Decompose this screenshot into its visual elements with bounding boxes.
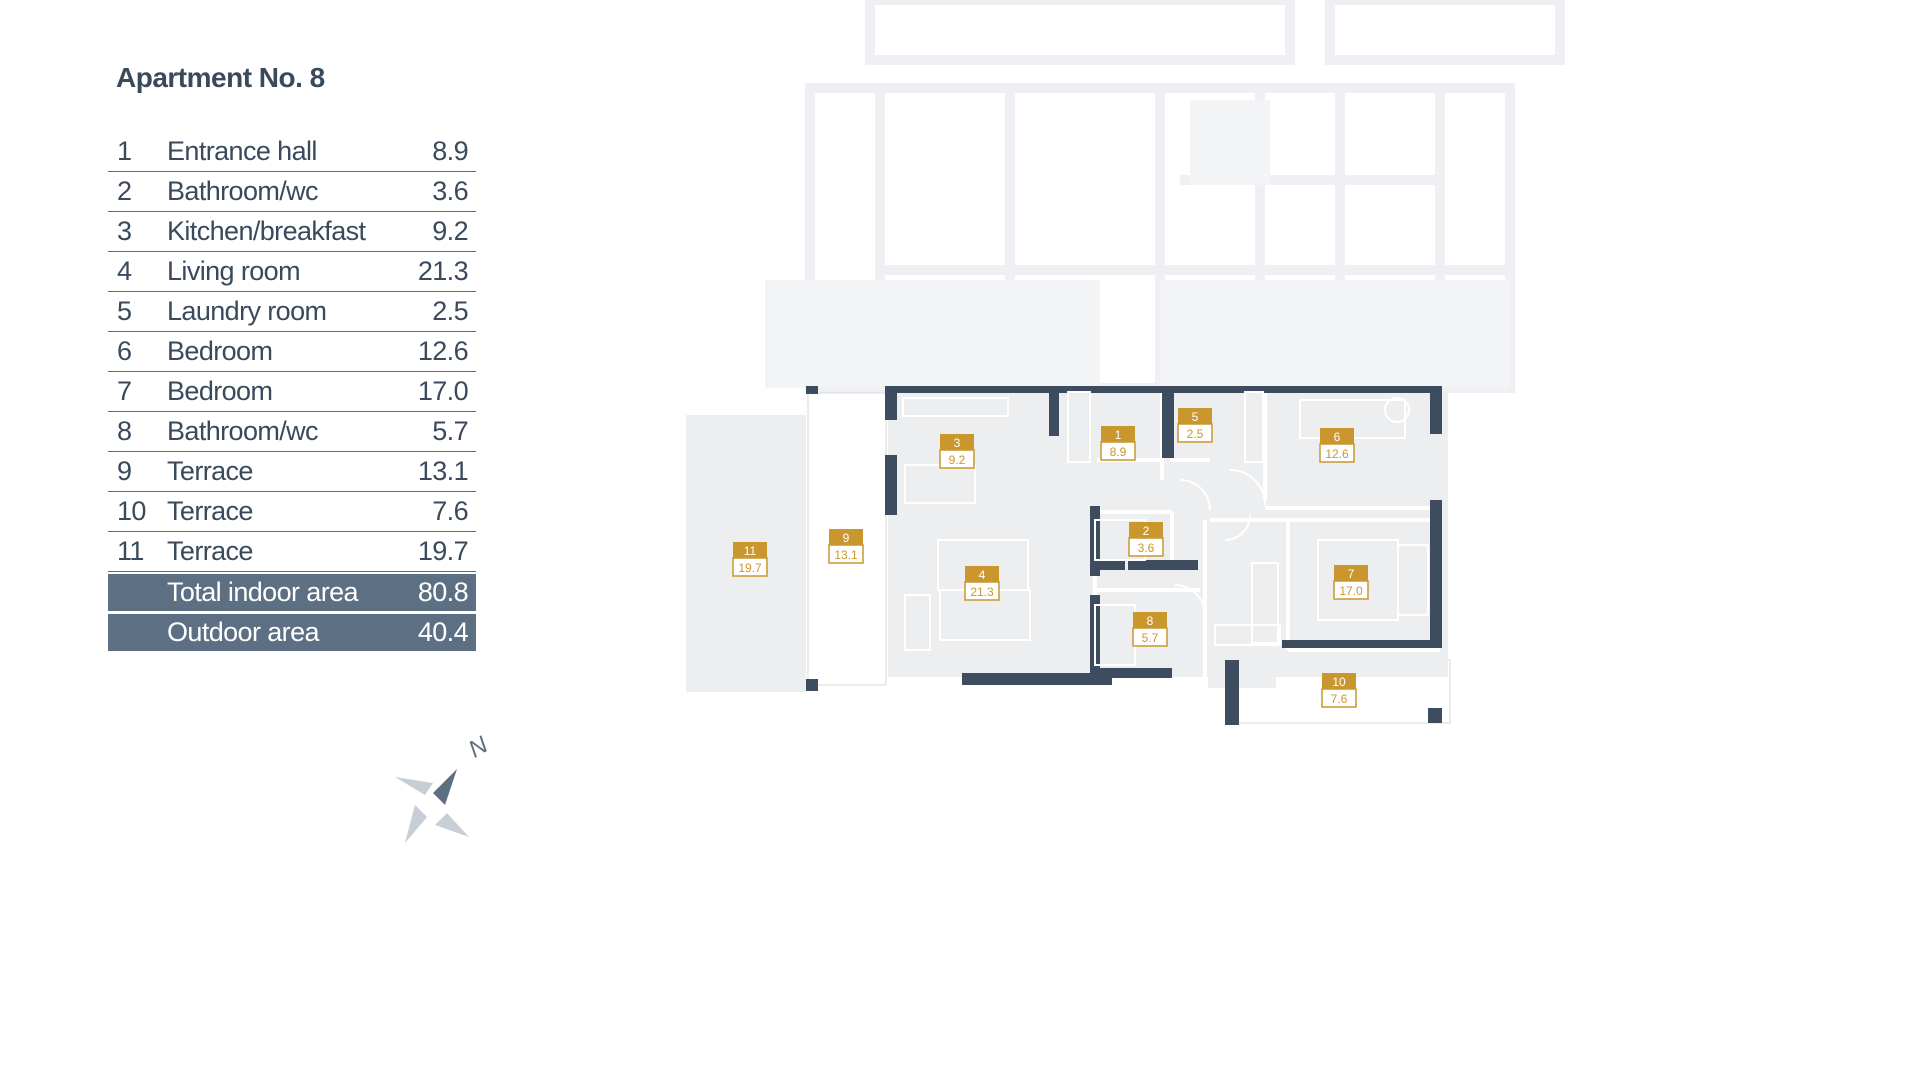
table-row: 9 Terrace 13.1	[108, 452, 476, 492]
room-label-6: 6 12.6	[1319, 428, 1355, 463]
table-row: 10 Terrace 7.6	[108, 492, 476, 532]
room-area: 5.7	[432, 416, 468, 446]
table-row: 8 Bathroom/wc 5.7	[108, 412, 476, 452]
room-name: Terrace	[167, 496, 253, 526]
apartment-title: Apartment No. 8	[116, 62, 325, 93]
room-label-10-num: 10	[1332, 675, 1346, 689]
room-area: 2.5	[432, 296, 468, 326]
room-label-10: 10 7.6	[1321, 673, 1357, 708]
room-label-3-num: 3	[954, 436, 961, 450]
outdoor-area-row: Outdoor area 40.4	[108, 614, 476, 651]
table-row: 5 Laundry room 2.5	[108, 292, 476, 332]
room-label-2: 2 3.6	[1128, 522, 1164, 557]
room-label-10-area: 7.6	[1331, 692, 1348, 706]
table-row: 4 Living room 21.3	[108, 252, 476, 292]
room-name: Bathroom/wc	[167, 176, 319, 206]
room-name: Bathroom/wc	[167, 416, 319, 446]
compass-north-label: N	[464, 731, 493, 763]
room-label-4: 4 21.3	[964, 566, 1000, 601]
table-row: 11 Terrace 19.7	[108, 532, 476, 572]
room-label-7-num: 7	[1348, 567, 1355, 581]
room-label-3-area: 9.2	[949, 453, 966, 467]
room-label-4-area: 21.3	[970, 585, 994, 599]
room-label-9-area: 13.1	[834, 548, 858, 562]
room-area: 9.2	[432, 216, 468, 246]
table-row: 2 Bathroom/wc 3.6	[108, 172, 476, 212]
room-number: 4	[117, 256, 132, 286]
room-name: Kitchen/breakfast	[167, 216, 366, 246]
room-number: 8	[117, 416, 132, 446]
room-label-6-area: 12.6	[1325, 447, 1349, 461]
room-label-1-area: 8.9	[1110, 445, 1127, 459]
room-label-11-area: 19.7	[738, 561, 762, 575]
room-number: 6	[117, 336, 132, 366]
room-label-1: 1 8.9	[1100, 426, 1136, 461]
total-indoor-area-label: Total indoor area	[167, 577, 359, 607]
room-number: 9	[117, 456, 132, 486]
room-label-2-num: 2	[1143, 524, 1150, 538]
door-swings	[1174, 469, 1266, 616]
room-area: 13.1	[417, 456, 469, 486]
room-label-11-num: 11	[744, 544, 757, 558]
room-label-1-num: 1	[1115, 428, 1122, 442]
room-area: 7.6	[432, 496, 468, 526]
ghost-building-fill	[765, 100, 1510, 388]
room-name: Entrance hall	[167, 136, 317, 166]
table-row: 1 Entrance hall 8.9	[108, 132, 476, 172]
furniture	[902, 391, 1429, 666]
total-indoor-area-value: 80.8	[417, 577, 469, 607]
room-label-5: 5 2.5	[1177, 408, 1213, 443]
room-label-11: 11 19.7	[732, 542, 768, 577]
table-row: 3 Kitchen/breakfast 9.2	[108, 212, 476, 252]
room-label-2-area: 3.6	[1138, 541, 1155, 555]
north-compass-icon: N	[395, 731, 493, 843]
room-label-8-num: 8	[1147, 614, 1154, 628]
room-label-5-num: 5	[1192, 410, 1199, 424]
room-number: 3	[117, 216, 132, 246]
room-label-6-num: 6	[1334, 430, 1341, 444]
room-number: 7	[117, 376, 132, 406]
room-name: Terrace	[167, 456, 253, 486]
table-row: 6 Bedroom 12.6	[108, 332, 476, 372]
room-number: 11	[117, 536, 144, 566]
room-label-8: 8 5.7	[1132, 612, 1168, 647]
room-area: 3.6	[432, 176, 468, 206]
outdoor-area-value: 40.4	[417, 617, 469, 647]
room-label-3: 3 9.2	[939, 434, 975, 469]
room-label-7-area: 17.0	[1339, 584, 1363, 598]
room-number: 10	[117, 496, 146, 526]
room-label-9: 9 13.1	[828, 529, 864, 564]
room-number: 5	[117, 296, 132, 326]
room-area: 21.3	[417, 256, 469, 286]
room-number: 2	[117, 176, 132, 206]
total-indoor-area-row: Total indoor area 80.8	[108, 574, 476, 611]
room-area: 8.9	[432, 136, 468, 166]
room-area: 17.0	[417, 376, 469, 406]
room-label-8-area: 5.7	[1142, 631, 1159, 645]
room-name: Terrace	[167, 536, 253, 566]
room-area: 12.6	[417, 336, 469, 366]
room-name: Bedroom	[167, 336, 273, 366]
room-name: Living room	[167, 256, 301, 286]
room-label-5-area: 2.5	[1187, 427, 1204, 441]
room-name: Bedroom	[167, 376, 273, 406]
room-area: 19.7	[417, 536, 469, 566]
room-number: 1	[117, 136, 132, 166]
outdoor-area-label: Outdoor area	[167, 617, 320, 647]
room-label-9-num: 9	[843, 531, 850, 545]
room-name: Laundry room	[167, 296, 327, 326]
room-label-4-num: 4	[979, 568, 986, 582]
room-label-7: 7 17.0	[1333, 565, 1369, 600]
table-row: 7 Bedroom 17.0	[108, 372, 476, 412]
room-schedule-table: 1 Entrance hall 8.9 2 Bathroom/wc 3.6 3 …	[108, 132, 476, 651]
